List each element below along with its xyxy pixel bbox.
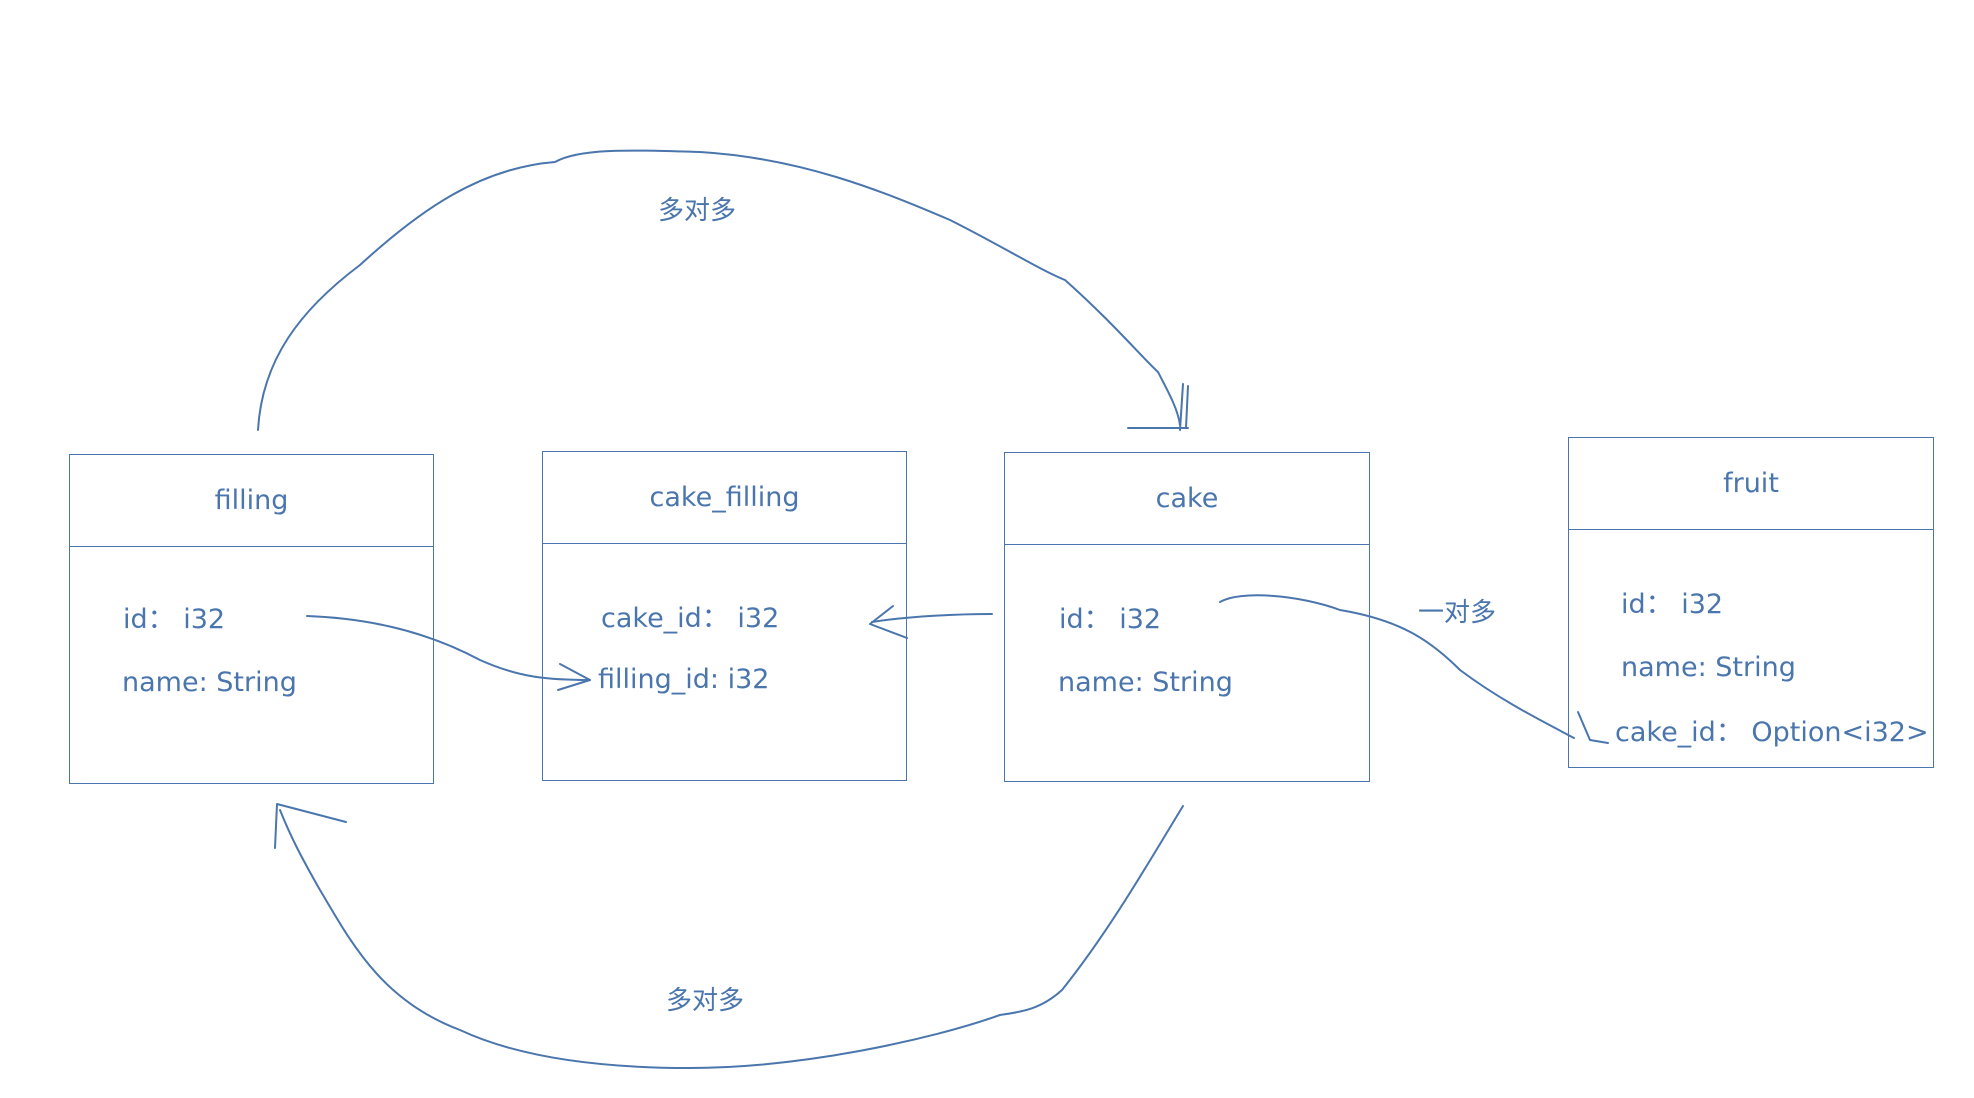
field-id: id： i32 [1059, 604, 1162, 635]
field-cake-id: cake_id： i32 [601, 603, 780, 634]
field-name: name: String [1058, 667, 1233, 698]
arrow-top-many-to-many [257, 149, 1181, 431]
arrowhead-top [1127, 383, 1189, 431]
arrowhead-filling [274, 803, 347, 849]
field-filling-id: filling_id: i32 [598, 664, 770, 695]
relation-label-bottom: 多对多 [666, 986, 745, 1016]
field-name: name: String [1621, 652, 1796, 683]
entity-cake[interactable]: cake id： i32 name: String [1004, 452, 1370, 782]
entity-title: cake_filling [543, 452, 906, 544]
entity-title: filling [70, 455, 433, 547]
field-cake-id: cake_id： Option<i32> [1615, 717, 1929, 748]
relation-label-cake-fruit: 一对多 [1418, 598, 1497, 628]
entity-title: fruit [1569, 438, 1933, 530]
arrowhead-filling-id [557, 663, 591, 691]
entity-title: cake [1005, 453, 1369, 545]
arrow-cake-to-cake-filling [871, 613, 993, 623]
relation-label-top: 多对多 [658, 196, 737, 226]
arrow-filling-id-to-cake-filling [306, 615, 591, 681]
entity-cake-filling[interactable]: cake_filling cake_id： i32 filling_id: i3… [542, 451, 907, 781]
arrowhead-cake-id [869, 605, 908, 639]
arrow-bottom-many-to-many [279, 805, 1184, 1069]
field-id: id： i32 [123, 604, 226, 635]
field-name: name: String [122, 667, 297, 698]
arrow-cake-to-fruit-one-to-many [1219, 594, 1575, 739]
arrowhead-fruit [1577, 711, 1609, 744]
entity-filling[interactable]: filling id： i32 name: String [69, 454, 434, 784]
entity-fruit[interactable]: fruit id： i32 name: String cake_id： Opti… [1568, 437, 1934, 768]
field-id: id： i32 [1621, 589, 1724, 620]
